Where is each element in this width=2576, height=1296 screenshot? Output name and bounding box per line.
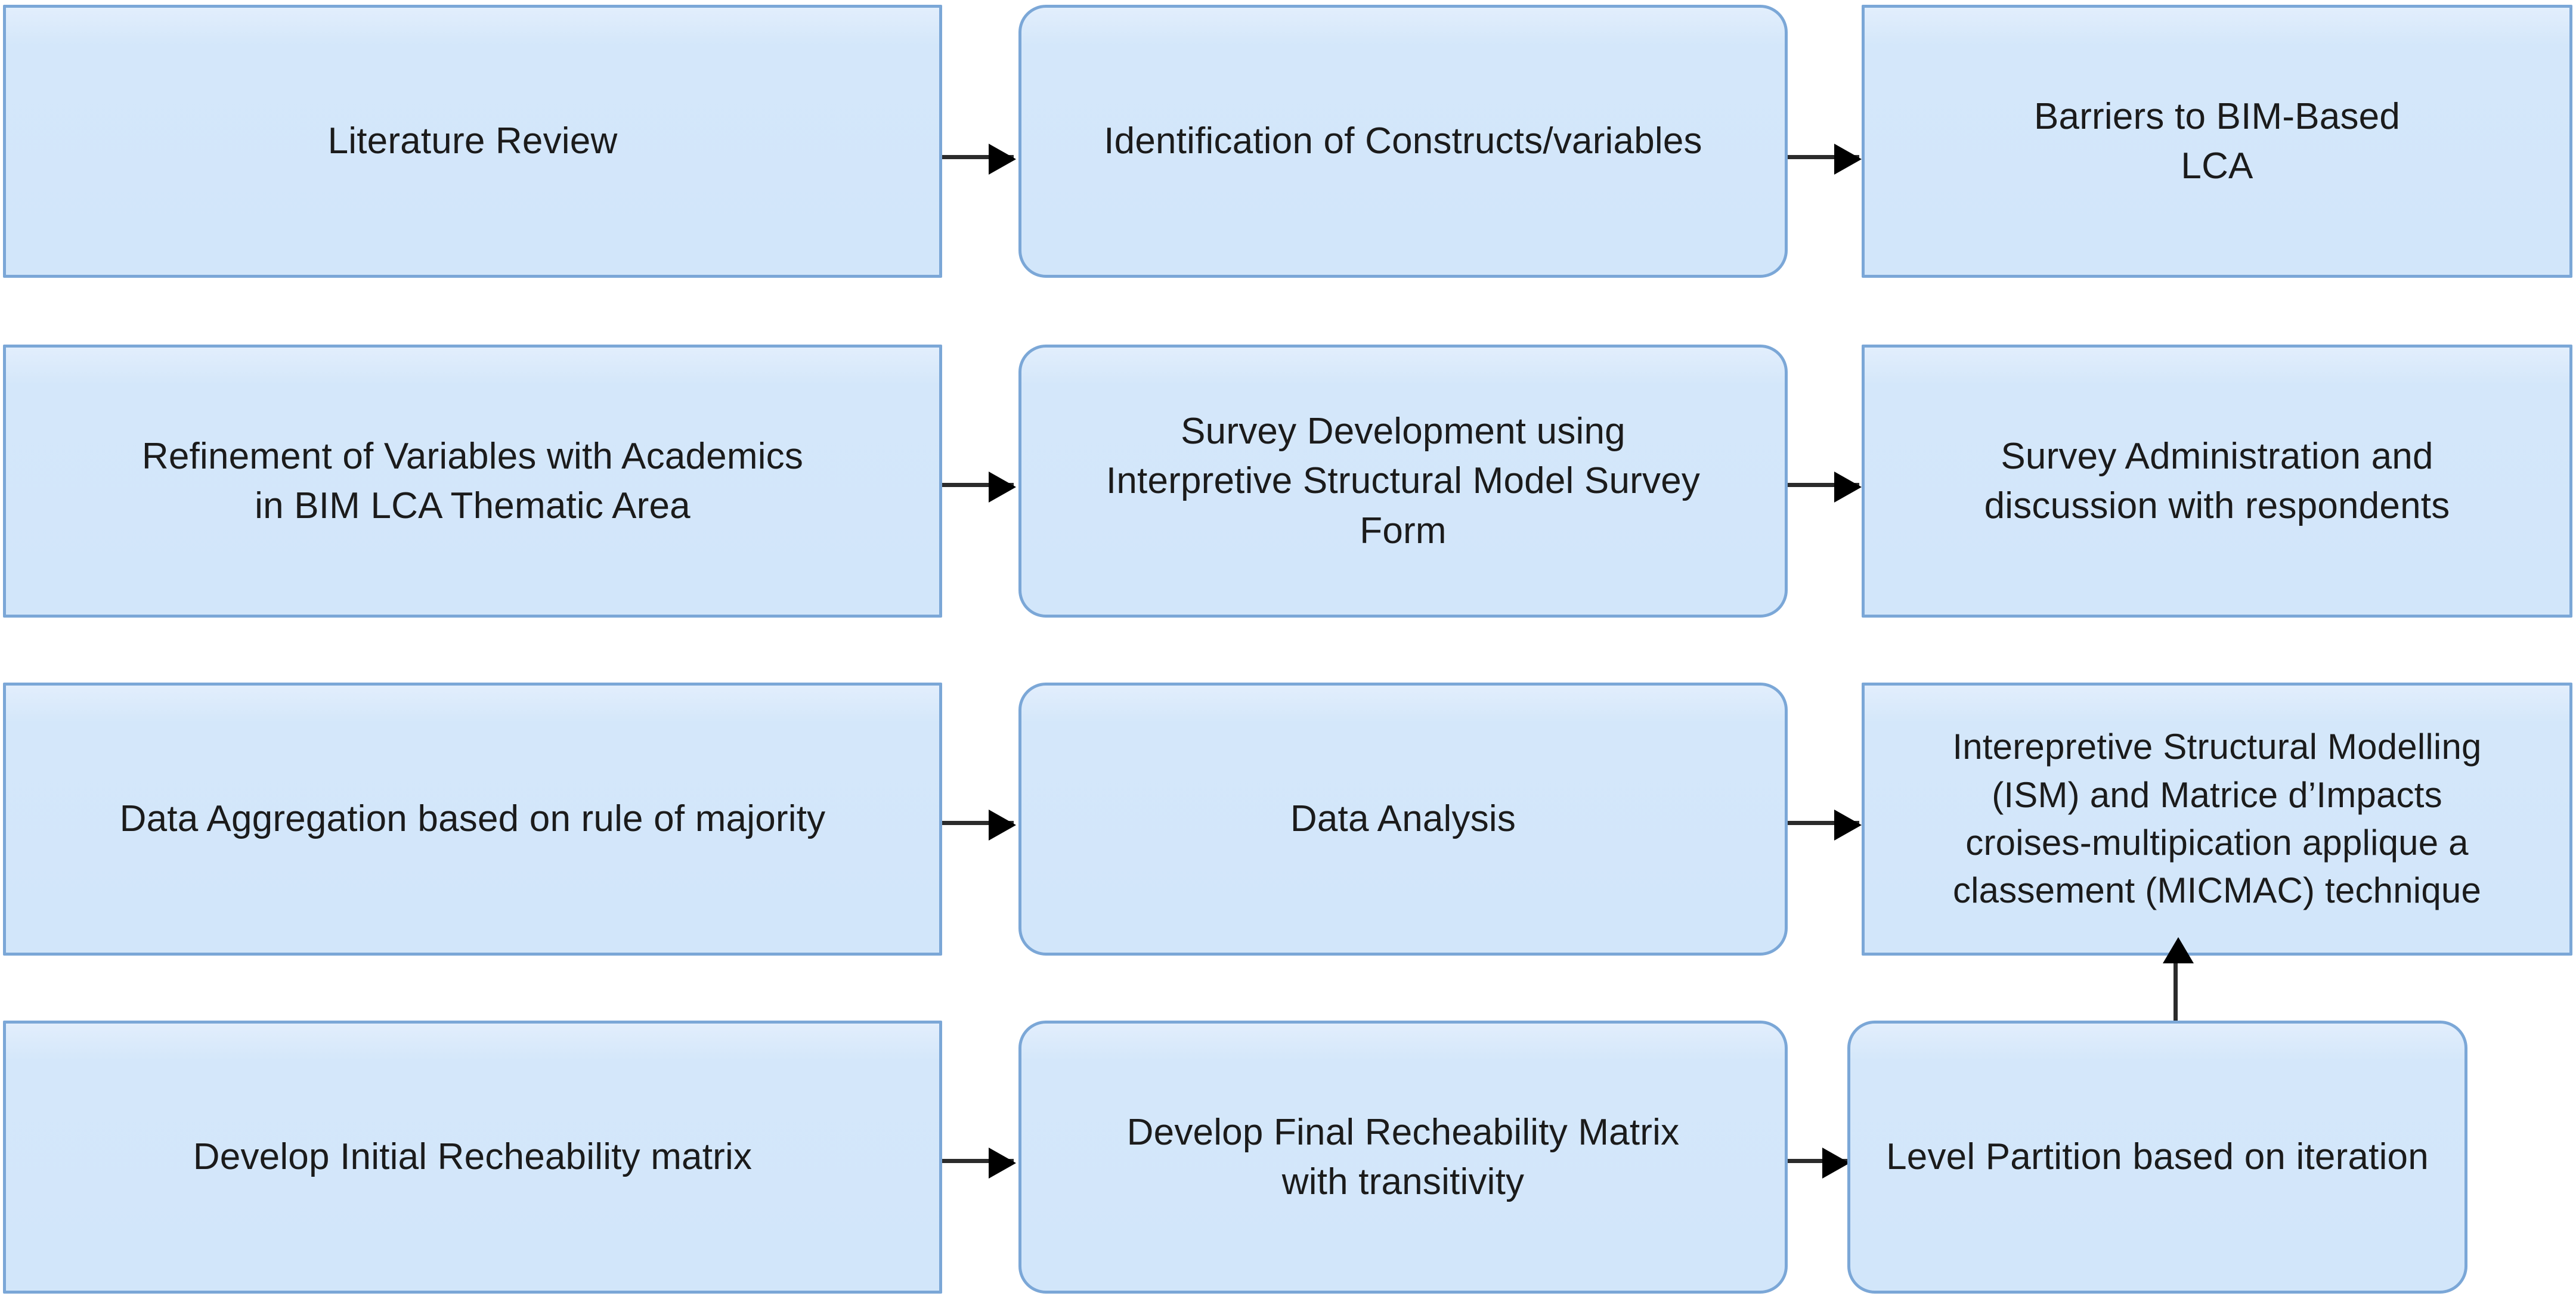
node-label: Develop Final Recheability Matrix with t…	[1126, 1111, 1680, 1202]
edge-arrow-final-matrix-to-level-partition	[1788, 1148, 1850, 1179]
edge-arrow-level-partition-to-ism-micmac	[2163, 937, 2194, 1021]
flowchart-node-barriers-to-bim-based-lca[interactable]: Barriers to BIM-Based LCA	[1862, 5, 2572, 278]
node-label: Survey Administration and discussion wit…	[1984, 435, 2450, 526]
node-label: Survey Development using Interpretive St…	[1106, 411, 1701, 551]
node-label: Data Analysis	[1290, 798, 1516, 840]
arrow-head-icon	[1822, 1148, 1850, 1179]
flowchart-node-refinement-of-variables[interactable]: Refinement of Variables with Academics i…	[3, 345, 942, 618]
edge-arrow-data-analysis-to-ism-micmac	[1788, 810, 1862, 841]
node-label: Data Aggregation based on rule of majori…	[119, 798, 826, 840]
arrow-head-icon	[989, 810, 1016, 841]
node-label: Barriers to BIM-Based LCA	[2033, 95, 2401, 187]
flowchart-node-develop-final-recheability-matrix[interactable]: Develop Final Recheability Matrix with t…	[1018, 1021, 1788, 1294]
flowchart-node-ism-micmac-technique[interactable]: Interepretive Structural Modelling (ISM)…	[1862, 683, 2572, 956]
flowchart-node-literature-review[interactable]: Literature Review	[3, 5, 942, 278]
edge-arrow-literature-review-to-identification	[942, 144, 1016, 175]
node-label: Identification of Constructs/variables	[1104, 120, 1702, 162]
edge-arrow-survey-development-to-survey-administration	[1788, 472, 1862, 503]
node-label: Literature Review	[327, 120, 618, 162]
node-label: Develop Initial Recheability matrix	[193, 1136, 753, 1178]
arrow-head-icon	[989, 472, 1016, 503]
arrow-head-icon	[989, 1148, 1016, 1179]
flowchart-node-survey-administration[interactable]: Survey Administration and discussion wit…	[1862, 345, 2572, 618]
flowchart-node-level-partition[interactable]: Level Partition based on iteration	[1847, 1021, 2467, 1294]
edge-arrow-data-aggregation-to-data-analysis	[942, 810, 1016, 841]
flowchart-node-data-aggregation[interactable]: Data Aggregation based on rule of majori…	[3, 683, 942, 956]
flowchart-node-survey-development[interactable]: Survey Development using Interpretive St…	[1018, 345, 1788, 618]
arrow-head-icon	[989, 144, 1016, 175]
node-label: Level Partition based on iteration	[1886, 1136, 2429, 1178]
arrow-head-icon	[1834, 810, 1862, 841]
edge-arrow-identification-to-barriers	[1788, 144, 1862, 175]
edge-arrow-initial-matrix-to-final-matrix	[942, 1148, 1016, 1179]
arrow-head-icon	[1834, 472, 1862, 503]
arrow-head-icon	[1834, 144, 1862, 175]
node-label: Refinement of Variables with Academics i…	[141, 435, 804, 526]
flowchart-node-data-analysis[interactable]: Data Analysis	[1018, 683, 1788, 956]
flowchart-node-identification-of-constructs[interactable]: Identification of Constructs/variables	[1018, 5, 1788, 278]
node-label: Interepretive Structural Modelling (ISM)…	[1952, 727, 2482, 911]
edge-arrow-refinement-to-survey-development	[942, 472, 1016, 503]
arrow-head-icon	[2163, 937, 2194, 963]
flowchart-node-develop-initial-recheability-matrix[interactable]: Develop Initial Recheability matrix	[3, 1021, 942, 1294]
